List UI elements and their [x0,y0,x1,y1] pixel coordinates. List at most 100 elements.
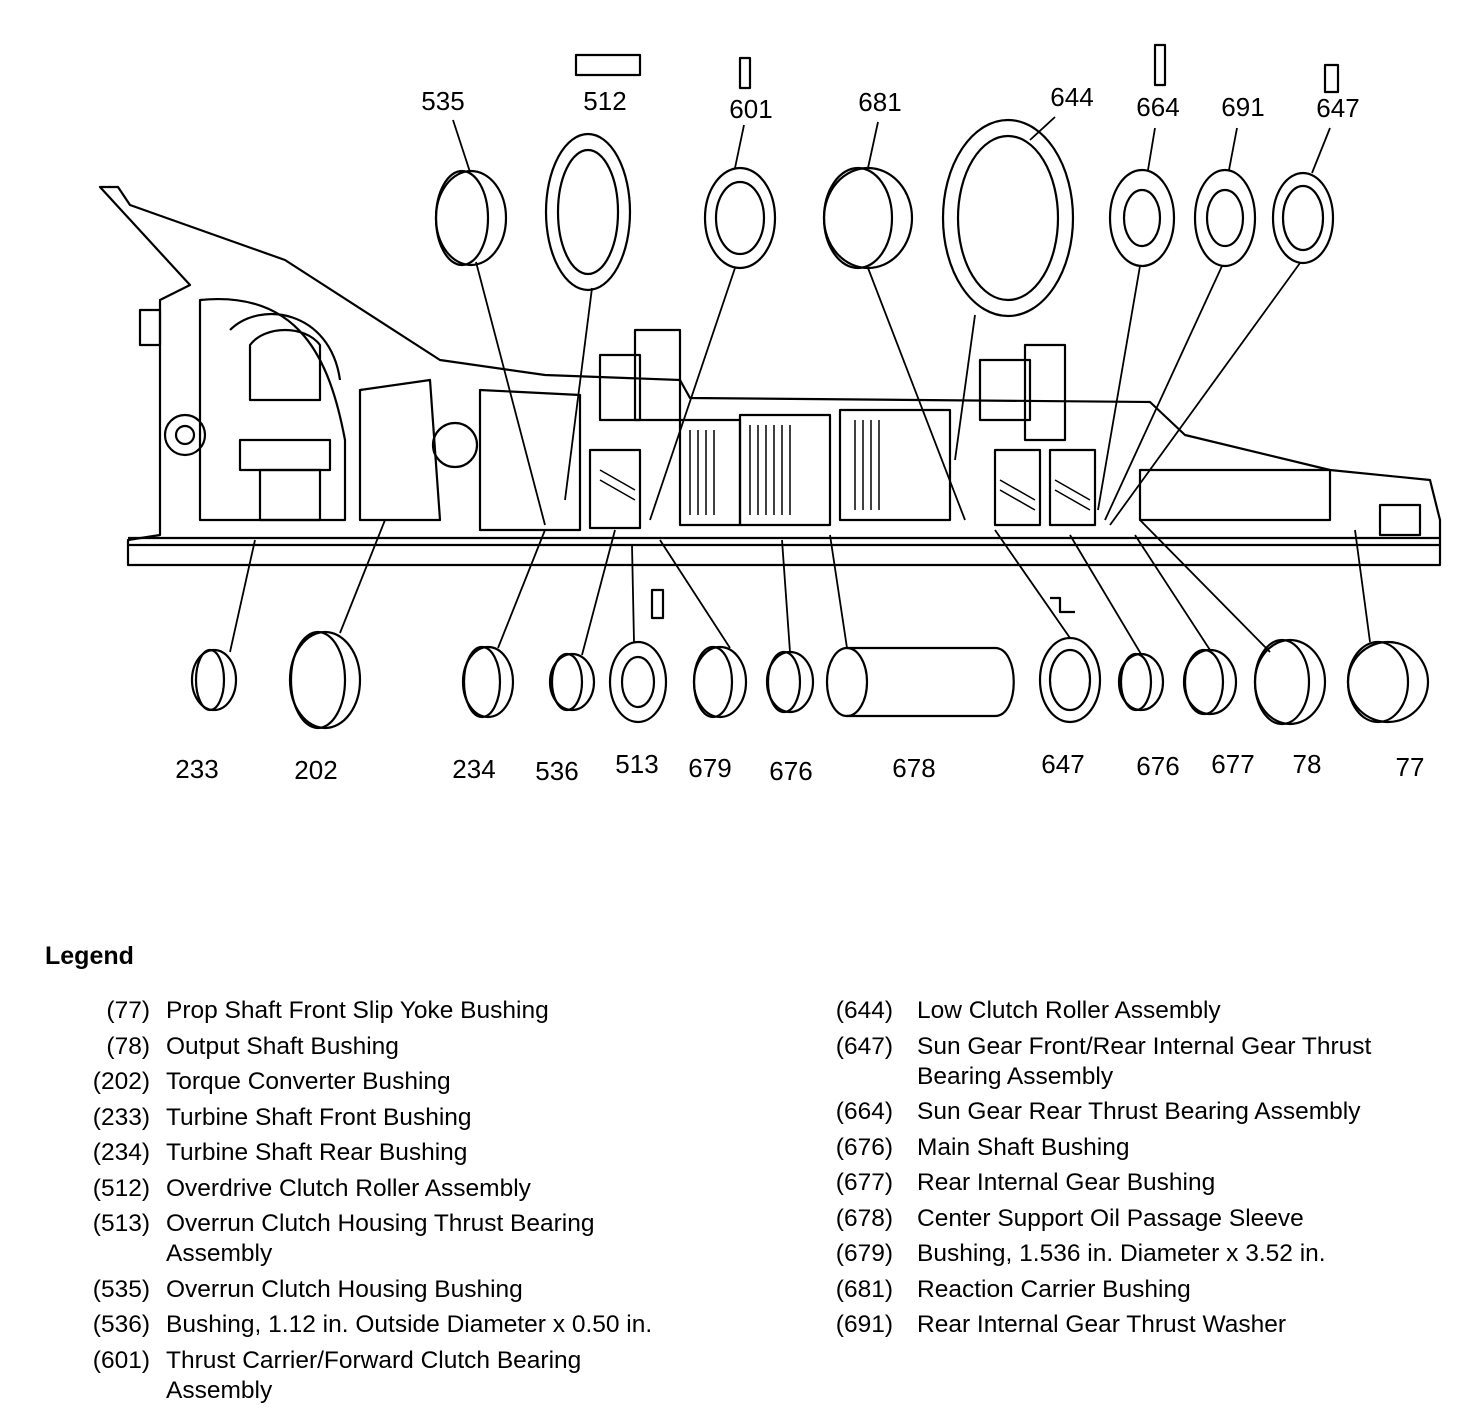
legend-description: Turbine Shaft Front Bushing [166,1103,472,1131]
transmission-exploded-diagram: 535 512 601 681 644 664 691 647 233 202 … [98,43,1442,786]
legend-number: (78) [106,1032,150,1060]
legend-title: Legend [45,942,134,970]
legend-number: (644) [835,997,893,1024]
callout-664: 664 [1136,92,1179,122]
legend-description: Rear Internal Gear Bushing [917,1169,1216,1196]
legend-item: (77) Prop Shaft Front Slip Yoke Bushing [60,996,760,1026]
bottom-callouts: 233 202 234 536 513 679 676 678 647 676 … [175,749,1424,786]
legend-description: Sun Gear Front/Rear Internal Gear Thrust… [917,1032,1372,1090]
legend-item: (234) Turbine Shaft Rear Bushing [60,1138,760,1168]
callout-677: 677 [1211,749,1254,779]
legend-item: (535) Overrun Clutch Housing Bushing [60,1275,760,1305]
legend-number: (233) [92,1103,150,1131]
top-callouts: 535 512 601 681 644 664 691 647 [421,82,1359,124]
legend-number: (681) [835,1275,893,1303]
legend-description: Center Support Oil Passage Sleeve [917,1204,1304,1232]
transmission-housing [98,185,1442,567]
legend-item: (679) Bushing, 1.536 in. Diameter x 3.52 … [815,1239,1465,1269]
legend-number: (512) [92,1174,150,1202]
legend-item: (513) Overrun Clutch Housing Thrust Beari… [60,1209,760,1269]
part-647-top-bearing [1271,63,1340,265]
part-234-bushing [461,645,515,719]
legend-number: (676) [835,1133,893,1161]
callout-233: 233 [175,754,218,784]
part-536-bushing [548,652,596,712]
legend-description: Sun Gear Rear Thrust Bearing Assembly [917,1098,1361,1125]
legend-item: (512) Overdrive Clutch Roller Assembly [60,1174,760,1204]
legend-description: Rear Internal Gear Thrust Washer [917,1311,1287,1338]
legend-description: Main Shaft Bushing [917,1133,1130,1161]
legend-description: Overdrive Clutch Roller Assembly [166,1174,531,1202]
legend-number: (535) [92,1275,150,1303]
legend-number: (513) [92,1210,150,1237]
part-78-bushing [1253,638,1327,726]
legend-number: (664) [835,1098,893,1125]
legend-number: (536) [92,1311,150,1338]
callout-679: 679 [688,753,731,783]
part-681-bushing [822,166,914,270]
legend-description: Output Shaft Bushing [166,1032,399,1060]
part-676-bushing-b [1117,652,1165,712]
part-77-bushing [1346,640,1430,724]
legend-number: (601) [92,1346,150,1374]
callout-676-b: 676 [1136,751,1179,781]
callout-535: 535 [421,86,464,116]
legend-number: (202) [92,1068,150,1095]
legend-description: Torque Converter Bushing [166,1068,451,1095]
part-513-bearing [608,588,668,724]
callout-678: 678 [892,753,935,783]
callout-78: 78 [1293,749,1322,779]
legend-description: Bushing, 1.12 in. Outside Diameter x 0.5… [166,1311,653,1338]
part-644-roller-assembly [941,118,1075,318]
part-647-bottom-bearing [1038,596,1102,724]
legend: Legend (77) Prop Shaft Front Slip Yoke Bu… [0,930,1472,1416]
part-678-sleeve [825,646,1015,718]
part-676-bushing-a [765,650,815,714]
callout-647-top: 647 [1316,93,1359,123]
legend-item: (681) Reaction Carrier Bushing [815,1275,1465,1305]
legend-item: (233) Turbine Shaft Front Bushing [60,1103,760,1133]
legend-left-column: (77) Prop Shaft Front Slip Yoke Bushing (… [60,996,760,1411]
callout-512: 512 [583,86,626,116]
legend-number: (677) [835,1169,893,1196]
callout-601: 601 [729,94,772,124]
legend-item: (647) Sun Gear Front/Rear Internal Gear T… [815,1032,1465,1092]
legend-item: (202) Torque Converter Bushing [60,1067,760,1097]
legend-description: Bushing, 1.536 in. Diameter x 3.52 in. [917,1240,1326,1267]
legend-item: (676) Main Shaft Bushing [815,1133,1465,1163]
part-664-bearing [1108,43,1176,268]
part-202-bushing [288,630,362,730]
legend-item: (678)Center Support Oil Passage Sleeve [815,1204,1465,1234]
legend-item: (78) Output Shaft Bushing [60,1032,760,1062]
legend-item: (601) Thrust Carrier/Forward Clutch Beari… [60,1346,760,1406]
part-512-roller-assembly [544,53,642,292]
legend-description: Reaction Carrier Bushing [917,1275,1191,1303]
legend-item: (677) Rear Internal Gear Bushing [815,1168,1465,1198]
leader-lines [229,116,1371,656]
callout-681: 681 [858,87,901,117]
part-601-bearing [703,56,777,270]
legend-number: (234) [92,1139,150,1166]
legend-number: (691) [835,1311,893,1338]
callout-513: 513 [615,749,658,779]
part-691-washer [1193,168,1257,268]
legend-number: (647) [835,1032,893,1060]
part-677-bushing [1182,648,1238,716]
legend-description: Overrun Clutch Housing Thrust Bearing As… [166,1210,595,1267]
callout-536: 536 [535,756,578,786]
legend-number: (77) [106,997,150,1024]
legend-description: Low Clutch Roller Assembly [917,997,1221,1024]
legend-description: Thrust Carrier/Forward Clutch Bearing As… [166,1346,582,1404]
callout-644: 644 [1050,82,1093,112]
legend-right-column: (644) Low Clutch Roller Assembly (647) Sun… [815,996,1465,1346]
callout-77: 77 [1396,752,1425,782]
part-535-bushing [434,169,508,267]
legend-description: Turbine Shaft Rear Bushing [166,1139,468,1166]
callout-234: 234 [452,754,495,784]
legend-number: (679) [835,1240,893,1267]
legend-item: (664) Sun Gear Rear Thrust Bearing Assemb… [815,1097,1465,1127]
legend-description: Overrun Clutch Housing Bushing [166,1275,523,1303]
legend-description: Prop Shaft Front Slip Yoke Bushing [166,997,549,1024]
part-679-bushing [692,645,748,719]
callout-647-bottom: 647 [1041,749,1084,779]
